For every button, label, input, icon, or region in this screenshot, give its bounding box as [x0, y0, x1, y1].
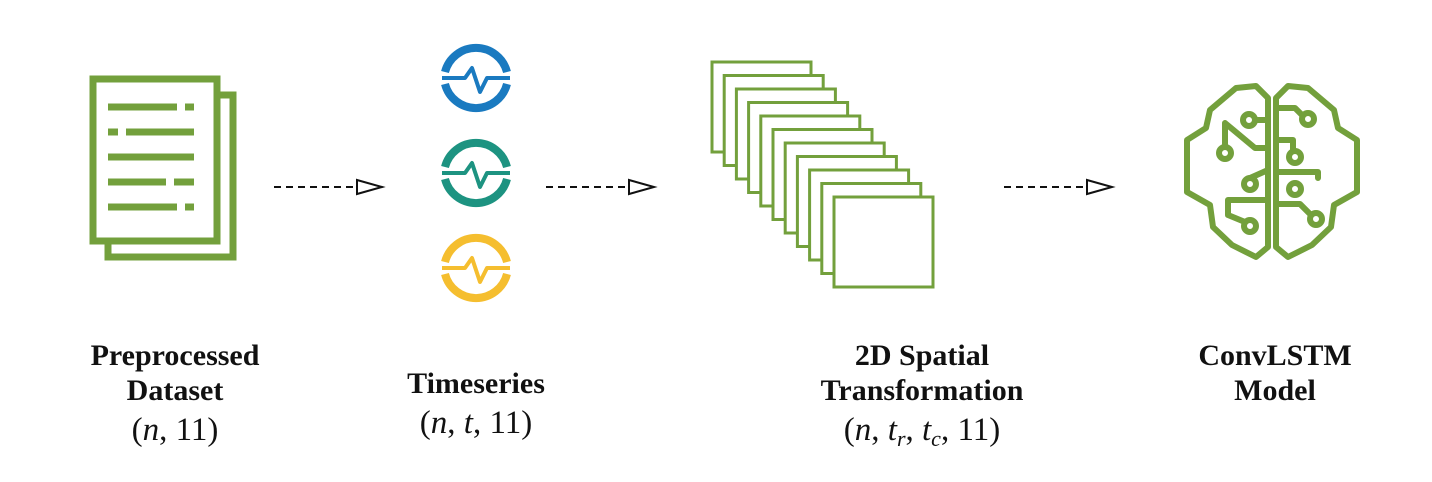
- stage-label-timeseries: Timeseries (n, t, 11): [351, 366, 601, 443]
- stage-title: 2D Spatial: [854, 339, 990, 372]
- stage-title: Dataset: [126, 374, 224, 407]
- flow-arrow: [1004, 178, 1116, 196]
- dimension-label: (n, 11): [131, 412, 219, 448]
- frame-layer: [832, 195, 935, 289]
- stage-label-convlstm-model: ConvLSTM Model: [1150, 338, 1400, 408]
- flow-arrow: [274, 178, 386, 196]
- stage-title: Transformation: [820, 374, 1024, 407]
- pulse-circle-icon: [441, 138, 511, 208]
- stage-title: Preprocessed: [90, 339, 260, 372]
- frame-stack-icon: [710, 60, 935, 289]
- stage-title: ConvLSTM: [1198, 339, 1352, 372]
- dimension-label: (n, t, 11): [419, 405, 533, 441]
- stage-title: Timeseries: [407, 367, 545, 400]
- flow-arrow: [546, 178, 658, 196]
- pulse-circle-icon: [441, 43, 511, 113]
- stage-title: Model: [1234, 374, 1316, 407]
- stage-label-preprocessed-dataset: Preprocessed Dataset (n, 11): [50, 338, 300, 450]
- stage-label-2d-spatial-transformation: 2D Spatial Transformation (n, tr, tc, 11…: [772, 338, 1072, 450]
- pulse-circle-icon: [441, 233, 511, 303]
- document-stack-icon: [89, 75, 237, 261]
- brain-circuit-icon: [1184, 83, 1360, 260]
- dimension-label: (n, tr, tc, 11): [843, 412, 1001, 451]
